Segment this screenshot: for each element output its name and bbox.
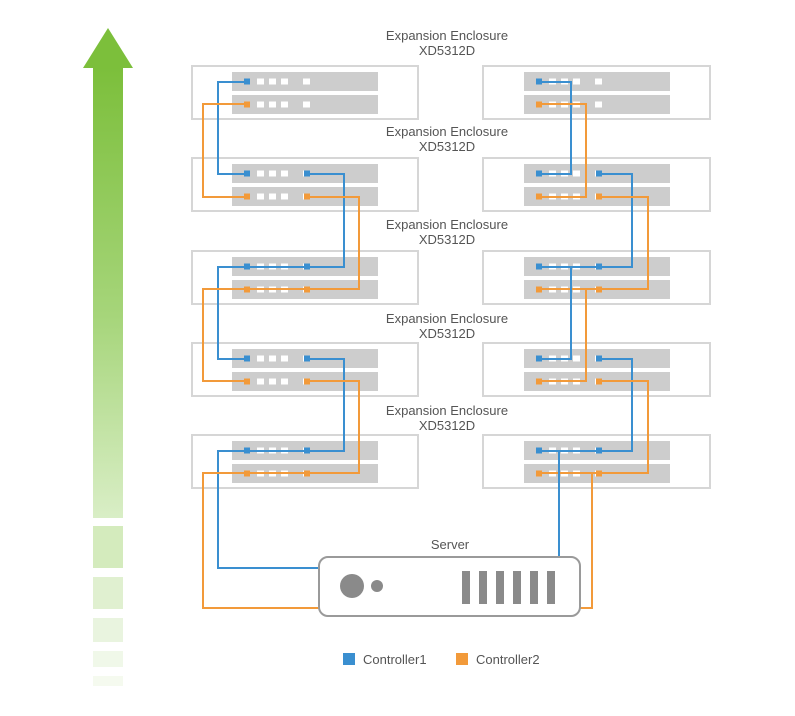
enclosure-name: Expansion Enclosure <box>385 311 509 326</box>
controller2-swatch <box>456 653 468 665</box>
enclosure-model: XD5312D <box>418 43 476 58</box>
legend-label: Controller2 <box>476 651 540 667</box>
cable-controller1 <box>558 450 599 557</box>
enclosure-model: XD5312D <box>418 139 476 154</box>
legend-controller1: Controller1 <box>343 650 427 668</box>
enclosure-icon <box>482 250 711 305</box>
enclosure-icon <box>482 65 711 120</box>
enclosure-label-3: Expansion Enclosure XD5312D <box>347 217 547 247</box>
enclosure-icon <box>191 65 419 120</box>
enclosure-name: Expansion Enclosure <box>385 403 509 418</box>
enclosure-label-2: Expansion Enclosure XD5312D <box>347 124 547 154</box>
enclosure-icon <box>191 250 419 305</box>
enclosure-name: Expansion Enclosure <box>385 124 509 139</box>
enclosure-icon <box>191 342 419 397</box>
cable-controller1 <box>539 266 599 360</box>
enclosure-icon <box>482 157 711 212</box>
enclosure-model: XD5312D <box>418 232 476 247</box>
controller1-swatch <box>343 653 355 665</box>
enclosure-name: Expansion Enclosure <box>385 217 509 232</box>
server-label: Server <box>430 537 470 552</box>
cable-controller1 <box>217 450 319 569</box>
enclosure-model: XD5312D <box>418 326 476 341</box>
cable-controller1 <box>539 81 572 175</box>
enclosure-name: Expansion Enclosure <box>385 28 509 43</box>
enclosure-icon <box>191 157 419 212</box>
cable-controller2 <box>202 103 247 198</box>
cable-controller1 <box>217 81 247 175</box>
enclosure-label-1: Expansion Enclosure XD5312D <box>347 28 547 58</box>
cable-controller2 <box>202 288 307 382</box>
enclosure-icon <box>482 434 711 489</box>
cable-controller2 <box>202 472 319 609</box>
up-arrow-icon <box>83 28 133 686</box>
legend-label: Controller1 <box>363 651 427 667</box>
cable-controller2 <box>580 472 599 609</box>
enclosure-icon <box>191 434 419 489</box>
enclosure-label-5: Expansion Enclosure XD5312D <box>347 403 547 433</box>
enclosure-label-4: Expansion Enclosure XD5312D <box>347 311 547 341</box>
cable-controller2 <box>539 288 599 382</box>
cable-controller2 <box>539 103 587 198</box>
cable-controller1 <box>217 266 307 360</box>
legend-controller2: Controller2 <box>456 650 540 668</box>
server-icon <box>318 556 581 617</box>
enclosure-icon <box>482 342 711 397</box>
enclosure-model: XD5312D <box>418 418 476 433</box>
